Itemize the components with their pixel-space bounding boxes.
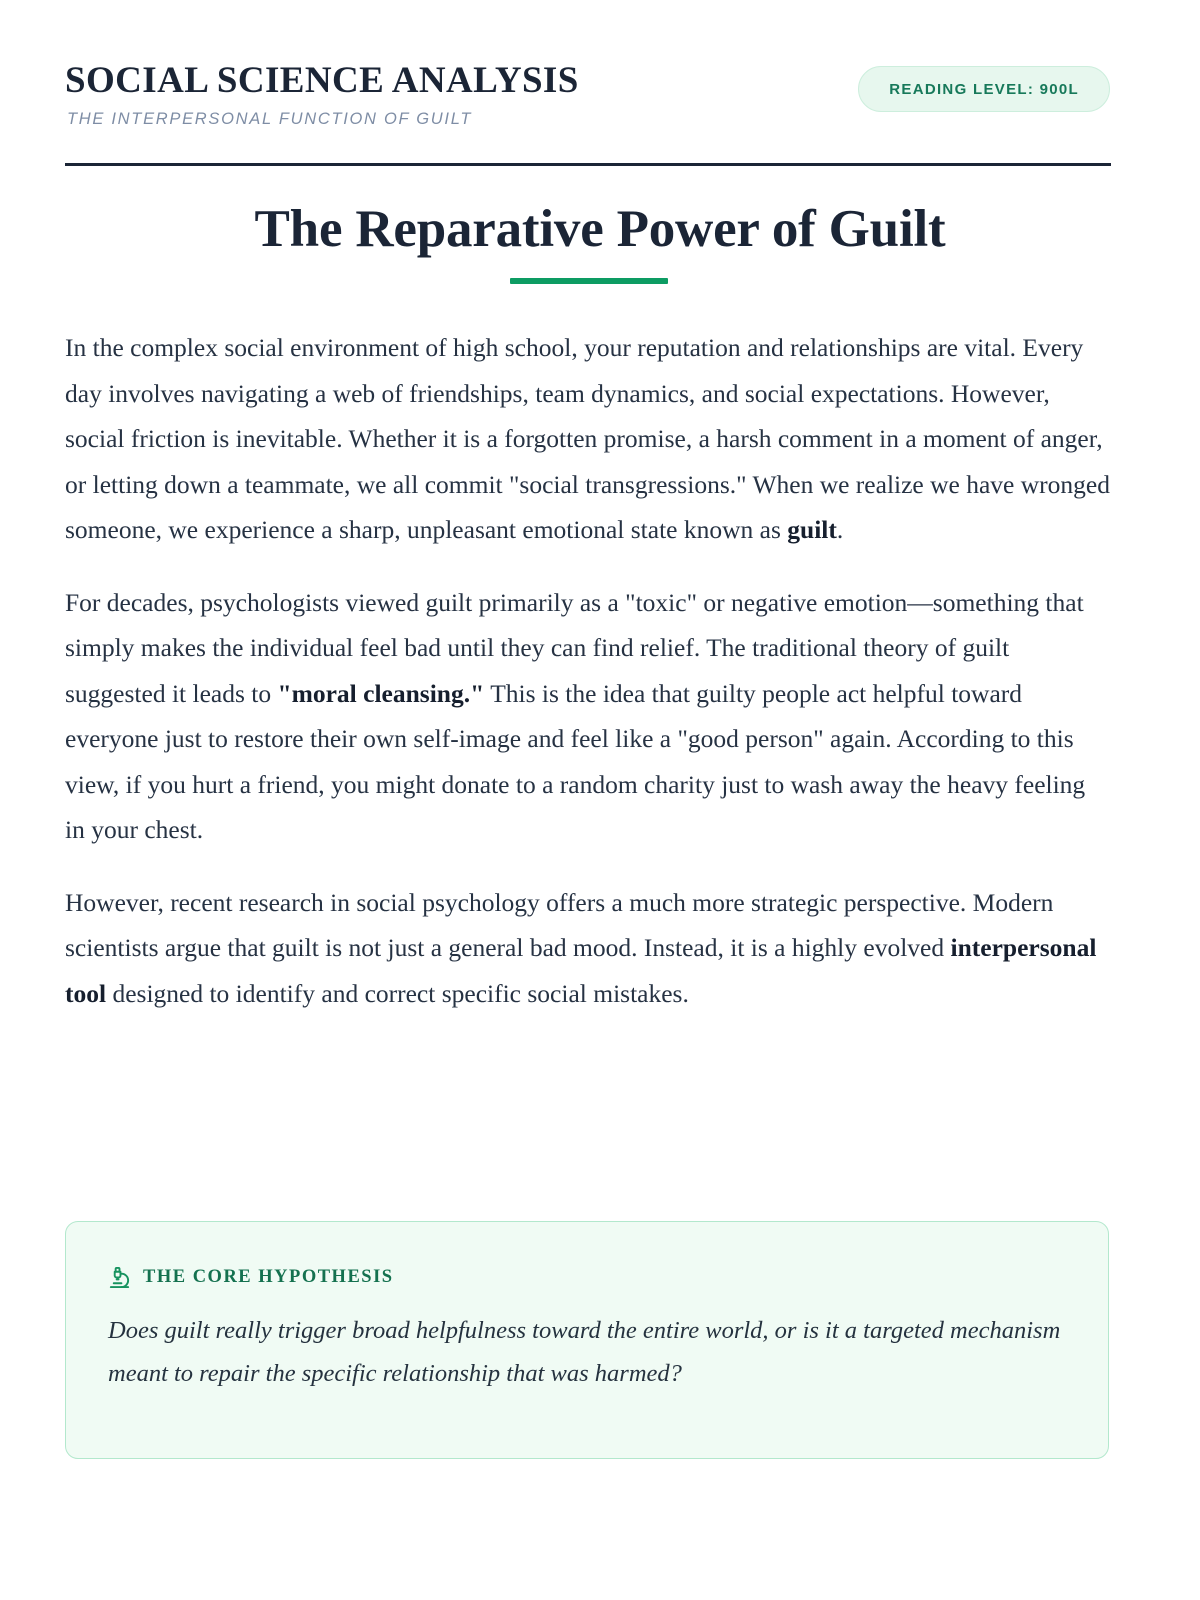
microscope-icon [109,1266,130,1289]
brand-title: SOCIAL SCIENCE ANALYSIS [65,60,579,101]
article-body: In the complex social environment of hig… [65,325,1111,1016]
paragraph-3: However, recent research in social psych… [65,887,1097,1008]
emphasis-term: "moral cleansing." [277,678,485,708]
masthead: SOCIAL SCIENCE ANALYSIS THE INTERPERSONA… [65,60,1110,129]
emphasis-term: interpersonal tool [65,933,1097,1008]
header-divider [65,163,1111,166]
page-title: The Reparative Power of Guilt [254,200,946,258]
core-hypothesis-callout: THE CORE HYPOTHESIS Does guilt really tr… [65,1221,1109,1459]
callout-body-text: Does guilt really trigger broad helpfuln… [108,1317,1061,1387]
paragraph-1: In the complex social environment of hig… [65,333,1110,544]
masthead-text-group: SOCIAL SCIENCE ANALYSIS THE INTERPERSONA… [65,60,579,129]
title-accent-bar [510,278,668,284]
emphasis-term: guilt [787,515,837,544]
reading-level-badge: READING LEVEL: 900L [858,66,1110,112]
paragraph-2: For decades, psychologists viewed guilt … [65,587,1086,845]
callout-header: THE CORE HYPOTHESIS [108,1266,1066,1289]
callout-label: THE CORE HYPOTHESIS [143,1267,394,1287]
brand-subtitle: THE INTERPERSONAL FUNCTION OF GUILT [67,109,473,128]
